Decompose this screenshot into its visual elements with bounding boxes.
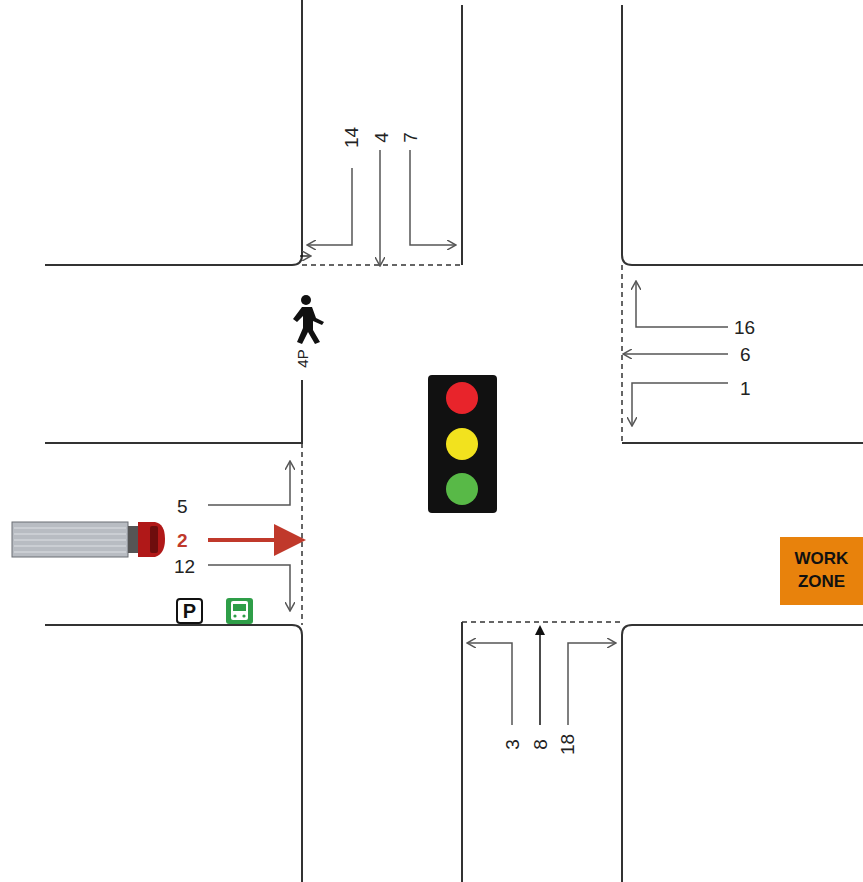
- movement-arrows: [208, 150, 728, 725]
- truck: [12, 522, 165, 557]
- road-edges: [45, 0, 863, 882]
- movement-number: 4P: [295, 348, 310, 368]
- subject-arrow: [208, 538, 298, 542]
- movement-number: 8: [531, 739, 550, 750]
- stop-lines: [302, 265, 622, 625]
- pedestrian-symbol: [293, 256, 324, 344]
- sign-text: P: [183, 601, 196, 621]
- movement-number: 14: [342, 127, 361, 148]
- bus-stop-icon: [226, 598, 253, 624]
- movement-number: 16: [734, 318, 755, 337]
- sign-text: WORK ZONE: [780, 548, 863, 594]
- work-zone-sign: WORK ZONE: [780, 537, 863, 605]
- parking-sign: P: [176, 598, 203, 624]
- movement-number: 5: [177, 497, 188, 516]
- movement-number: 4: [372, 132, 391, 143]
- through-arrow: [539, 627, 541, 725]
- movement-number: 7: [401, 132, 420, 143]
- movement-number: 12: [174, 557, 195, 576]
- movement-number: 1: [740, 379, 751, 398]
- movement-number: 2: [177, 531, 188, 550]
- movement-number: 3: [503, 739, 522, 750]
- movement-number: 18: [558, 734, 577, 755]
- movement-number: 6: [740, 345, 751, 364]
- traffic-signal: [428, 375, 497, 513]
